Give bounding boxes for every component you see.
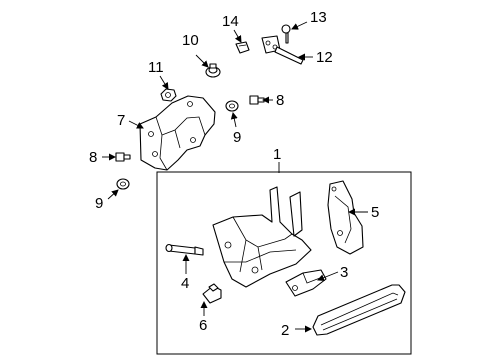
callout-5: 5: [371, 204, 379, 221]
callout-6: 6: [199, 317, 207, 334]
part-5-side-plate: [327, 180, 364, 255]
part-2-step-pad: [312, 284, 406, 336]
part-3-lower-bracket: [285, 269, 327, 297]
callout-2: 2: [281, 322, 289, 339]
callout-3: 3: [340, 264, 348, 281]
part-9-lower-nut: [116, 178, 130, 190]
callout-13: 13: [310, 9, 327, 26]
part-6-push-pin: [202, 283, 222, 304]
part-7-bracket: [139, 95, 216, 171]
callout-7: 7: [117, 112, 125, 129]
assembly-box: [156, 171, 412, 355]
part-1-frame: [212, 186, 312, 288]
callout-4: 4: [181, 275, 189, 292]
part-9-upper-nut: [225, 100, 239, 112]
callout-9-lower: 9: [95, 195, 103, 212]
callout-8-lower: 8: [89, 149, 97, 166]
part-12-strap: [261, 35, 304, 65]
part-11-nut: [160, 88, 177, 102]
part-8-upper-bolt: [249, 95, 265, 105]
callout-11: 11: [148, 59, 164, 76]
part-13-screw: [281, 24, 291, 44]
callout-12: 12: [316, 49, 333, 66]
part-14-clip: [235, 41, 250, 54]
part-8-lower-bolt: [115, 152, 131, 162]
callout-1: 1: [273, 146, 281, 163]
part-10-bolt: [205, 63, 221, 78]
callout-8-upper: 8: [276, 92, 284, 109]
callout-10: 10: [182, 32, 199, 49]
leader-lines: [102, 21, 368, 333]
part-4-pin: [165, 243, 204, 256]
callout-9-upper: 9: [233, 129, 241, 146]
callout-14: 14: [222, 13, 239, 30]
